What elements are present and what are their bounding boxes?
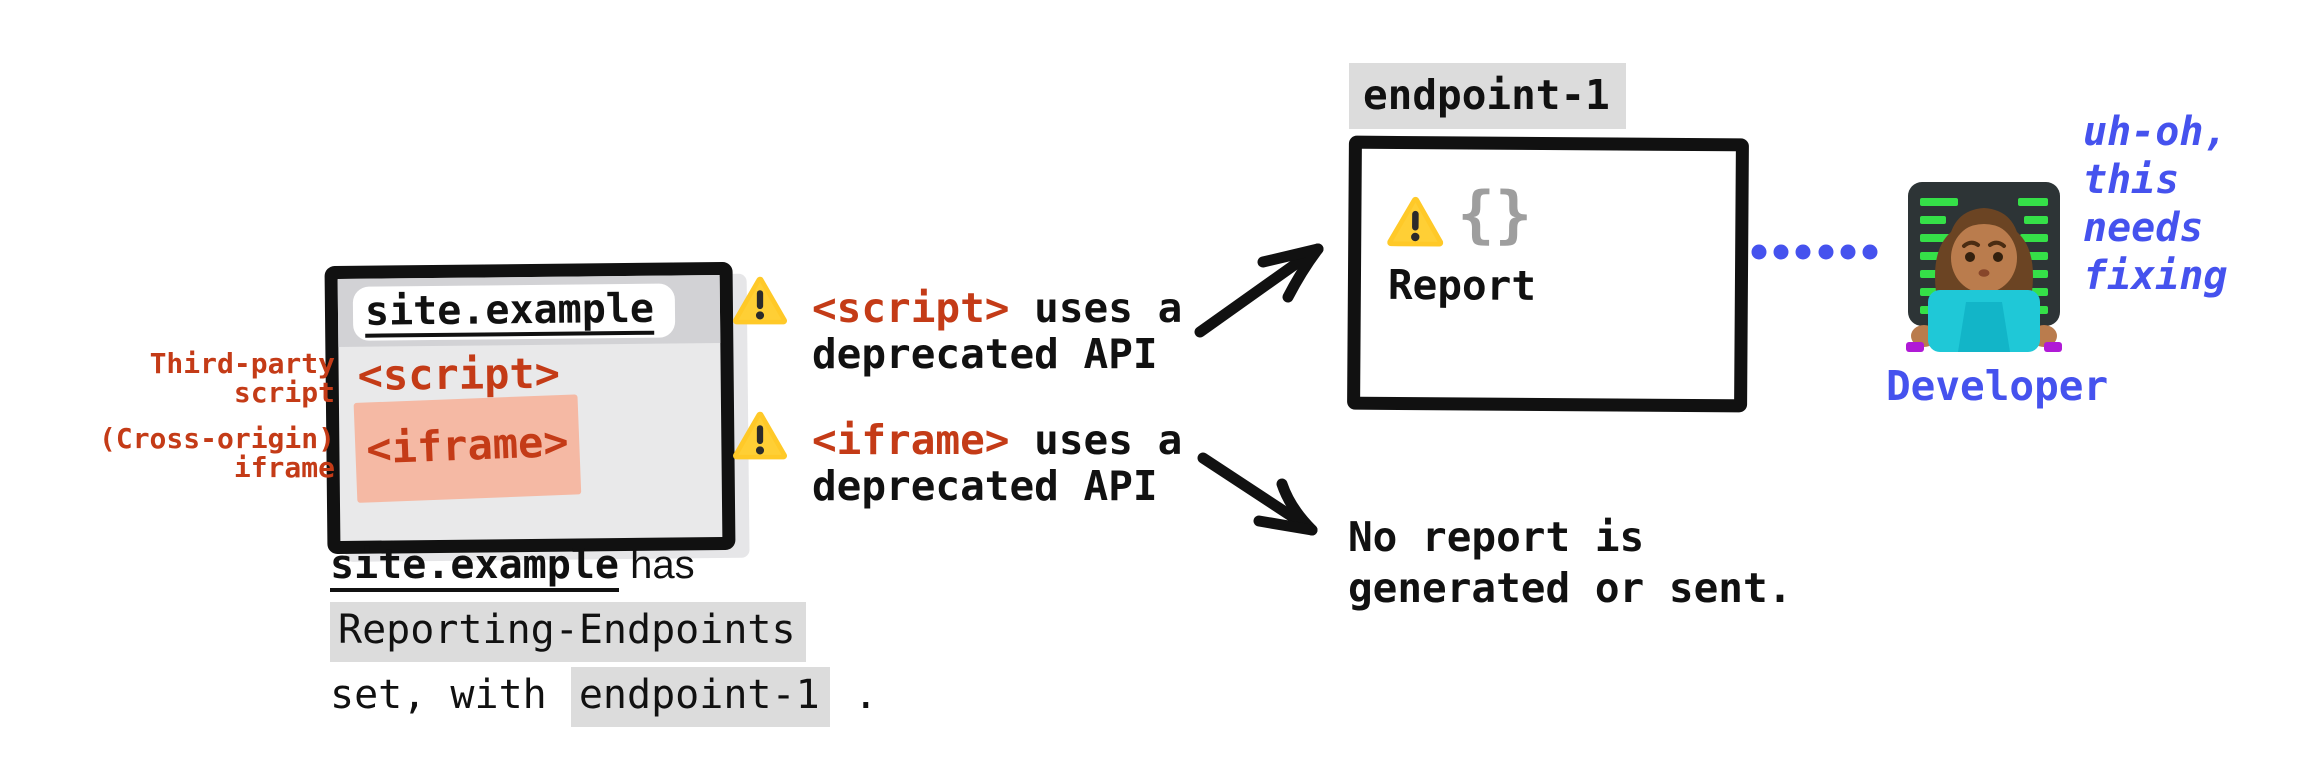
warning-triangle-icon [733,275,787,327]
developer-thought-text: uh-oh, this needs fixing [2083,109,2228,299]
no-report-text: No report is generated or sent. [1348,513,1793,612]
warning-triangle-icon [1387,195,1443,249]
browser-header: site.example [337,275,721,348]
json-braces-icon: {} [1457,177,1533,251]
endpoint-label: endpoint-1 [1349,63,1626,129]
warning-text-iframe: <iframe> uses a deprecated API [812,417,1182,509]
caption-set-with: set, with [330,672,571,718]
script-tag: <script> [357,348,561,400]
caption-reporting-endpoints: Reporting-Endpoints [330,602,806,662]
side-label-third-party-script: Third-party script [149,347,335,409]
warning-text-script: <script> uses a deprecated API [812,285,1182,377]
side-label-cross-origin-iframe: (Cross-origin) iframe [98,422,335,484]
warning-script-tag: <script> [812,284,1010,332]
warning-text-rest: uses a [1009,284,1183,332]
iframe-highlight: <iframe> [353,394,582,503]
caption-line-1: site.example has [330,537,878,593]
address-bar: site.example [352,283,676,341]
site-browser-window: site.example <script> <iframe> [324,261,736,555]
warning-triangle-icon [733,410,787,462]
warning-iframe-tag: <iframe> [812,416,1010,464]
caption-has: has [618,543,695,587]
warning-text-line2: deprecated API [812,462,1158,510]
warning-text-rest: uses a [1009,416,1183,464]
caption-site: site.example [330,542,619,592]
warning-text-line2: deprecated API [812,330,1158,378]
arrow-to-endpoint [1194,243,1324,338]
caption-line-2: Reporting-Endpoints [330,602,878,662]
arrow-to-no-report [1197,452,1318,536]
caption-line-3: set, with endpoint-1 . [330,667,878,727]
woman-technologist-emoji [1906,182,2062,352]
report-delivery-dotted-line [1751,244,1878,260]
developer-label: Developer [1886,362,2109,410]
endpoint-report-box: {} Report [1347,135,1749,413]
iframe-tag: <iframe> [365,416,570,474]
caption-period: . [829,672,878,718]
caption-endpoint: endpoint-1 [570,667,830,727]
caption: site.example has Reporting-Endpoints set… [330,537,878,732]
report-label: Report [1387,260,1537,310]
url-text: site.example [365,286,655,338]
